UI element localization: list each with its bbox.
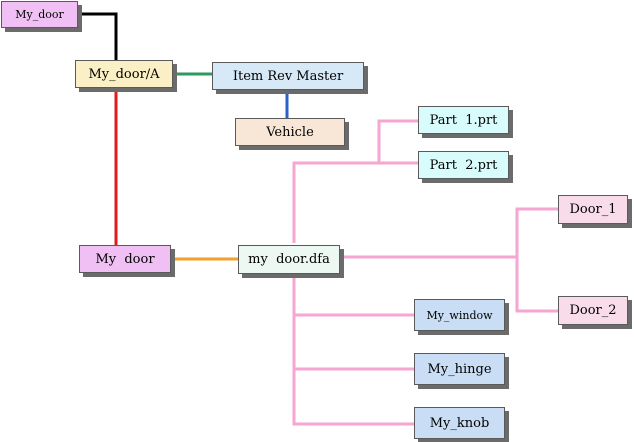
node-label: My_knob [429,415,490,431]
node-vehicle[interactable]: Vehicle [235,118,345,146]
node-my-door-a[interactable]: My_door/A [75,60,173,88]
node-my-hinge[interactable]: My_hinge [414,353,505,385]
node-label: Vehicle [266,124,314,140]
node-door-2[interactable]: Door_2 [558,296,628,325]
edge-my-door-dfa-to-door-2 [340,255,558,313]
edge-my-door-dfa-to-door-1 [340,207,558,259]
node-my-window[interactable]: My_window [414,299,505,331]
node-label: Part 2.prt [429,157,498,173]
node-label: My_hinge [427,361,492,377]
node-label: Part 1.prt [429,112,498,128]
node-label: My door [95,251,155,267]
node-label: My_door [15,8,64,21]
node-my-knob[interactable]: My_knob [414,407,505,439]
node-label: My_door/A [88,66,160,82]
edge-my-door-dfa-to-my-window [292,274,414,317]
node-my-door-top[interactable]: My_door [1,1,78,28]
node-label: Door_2 [569,303,617,318]
edge-my-door-dfa-to-part-2 [292,161,418,243]
node-my-door-dfa[interactable]: my door.dfa [238,245,340,274]
node-label: Door_1 [569,202,617,217]
node-my-door[interactable]: My door [79,245,171,273]
node-label: my door.dfa [248,252,330,267]
edge-my-door-dfa-to-my-knob [292,274,414,426]
node-part-1[interactable]: Part 1.prt [418,106,509,134]
node-door-1[interactable]: Door_1 [558,195,628,224]
node-label: My_window [426,308,493,322]
node-part-2[interactable]: Part 2.prt [418,151,509,179]
node-label: Item Rev Master [232,68,344,84]
node-item-rev-master[interactable]: Item Rev Master [212,62,364,90]
edge-my-door-dfa-to-my-hinge [292,274,414,371]
edge-my-door-top-to-my-door-a [78,12,118,60]
